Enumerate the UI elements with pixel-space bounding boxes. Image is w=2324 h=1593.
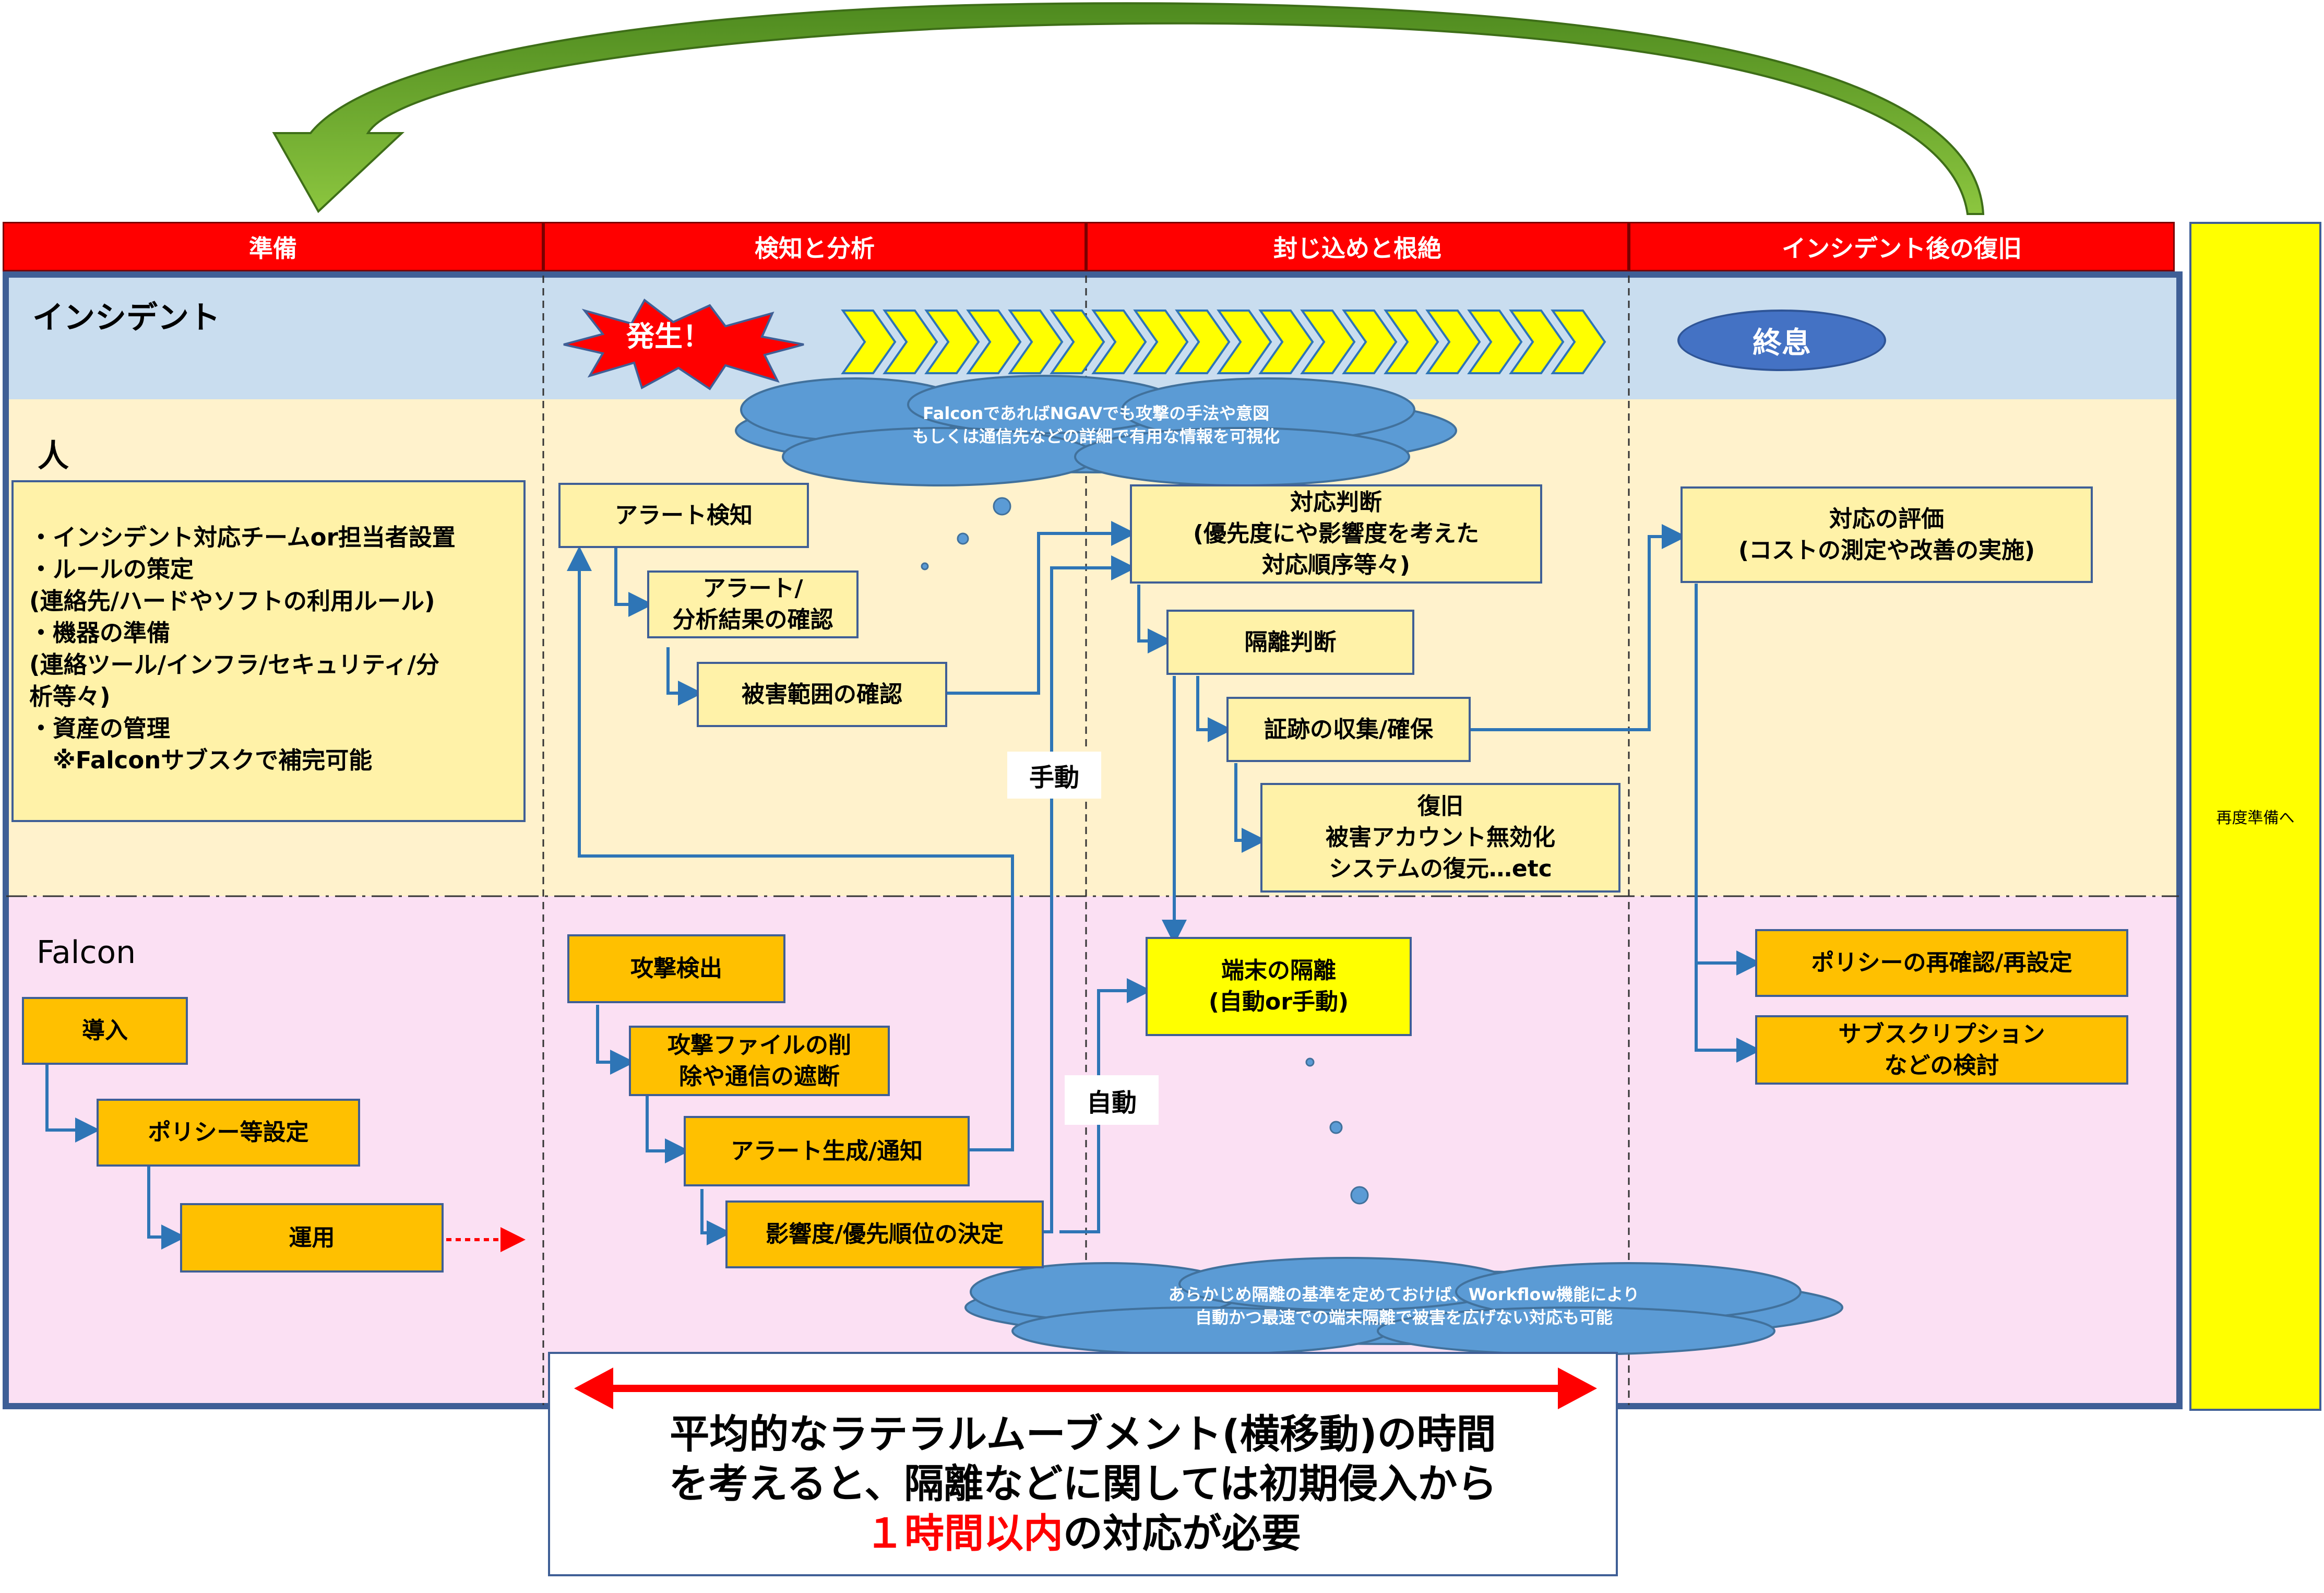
isolation-judge-box: 隔離判断	[1166, 610, 1414, 675]
incident-end-label: 終息	[1753, 326, 1811, 360]
manual-label: 手動	[1007, 752, 1101, 799]
row-label-falcon: Falcon	[37, 934, 136, 971]
bottom-note-line2: を考えると、隔離などに関しては初期侵入から	[669, 1460, 1497, 1507]
endpoint-isolation-box: 端末の隔離 (自動or手動)	[1146, 937, 1412, 1036]
phase-detect: 検知と分析	[543, 222, 1086, 271]
incident-start-burst	[563, 299, 804, 390]
alert-detect-box: アラート検知	[558, 483, 809, 548]
phase-prepare: 準備	[3, 222, 543, 271]
incident-start-label: 発生！	[626, 320, 711, 353]
attack-block-box: 攻撃ファイルの削 除や通信の遮断	[629, 1026, 890, 1096]
priority-box: 影響度/優先順位の決定	[725, 1200, 1044, 1268]
return-arrow	[272, 2, 1985, 215]
policy-box: ポリシー等設定	[97, 1099, 360, 1167]
side-prepare-again: 再度準備へ	[2189, 222, 2321, 1411]
row-label-incident: インシデント	[32, 300, 220, 336]
cloud-top	[735, 375, 1457, 486]
cloud-bottom	[964, 1257, 1843, 1356]
alert-check-box: アラート/ 分析結果の確認	[647, 570, 859, 638]
row-label-people: 人	[38, 438, 69, 474]
incident-end-oval: 終息	[1677, 310, 1886, 371]
recovery-box: 復旧 被害アカウント無効化 システムの復元…etc	[1260, 783, 1620, 893]
cloud-bottom-text: あらかじめ隔離の基準を定めておけば、Workflow機能により 自動かつ最速での…	[1168, 1285, 1640, 1327]
install-box: 導入	[22, 997, 188, 1065]
phase-recovery: インシデント後の復旧	[1629, 222, 2175, 271]
bottom-note-highlight: １時間以内	[865, 1510, 1063, 1556]
operate-box: 運用	[180, 1203, 444, 1273]
evidence-box: 証跡の収集/確保	[1226, 697, 1471, 762]
cloud-top-text: FalconであればNGAVでも攻撃の手法や意図 もしくは通信先などの詳細で有用…	[912, 403, 1280, 446]
prep-checklist: ・インシデント対応チームor担当者設置 ・ルールの策定 (連絡先/ハードやソフト…	[11, 480, 526, 822]
bottom-note-line1: 平均的なラテラルムーブメント(横移動)の時間	[670, 1411, 1496, 1457]
auto-label: 自動	[1065, 1075, 1159, 1125]
attack-detect-box: 攻撃検出	[567, 934, 785, 1003]
bottom-note-line3-rest: の対応が必要	[1063, 1510, 1301, 1556]
alert-notify-box: アラート生成/通知	[684, 1116, 970, 1186]
evaluation-box: 対応の評価 (コストの測定や改善の実施)	[1681, 486, 2093, 583]
bottom-note-line3: １時間以内の対応が必要	[548, 1508, 1618, 1558]
damage-check-box: 被害範囲の確認	[697, 662, 947, 727]
phase-contain: 封じ込めと根絶	[1086, 222, 1629, 271]
response-judge-box: 対応判断 (優先度にや影響度を考えた 対応順序等々)	[1130, 484, 1542, 584]
policy-review-box: ポリシーの再確認/再設定	[1755, 929, 2128, 997]
subscription-box: サブスクリプション などの検討	[1755, 1015, 2128, 1085]
double-arrow	[574, 1368, 1597, 1409]
bottom-note-text: 平均的なラテラルムーブメント(横移動)の時間 を考えると、隔離などに関しては初期…	[548, 1409, 1618, 1558]
side-prepare-again-label: 再度準備へ	[2216, 809, 2295, 827]
main-frame	[3, 271, 2183, 1409]
